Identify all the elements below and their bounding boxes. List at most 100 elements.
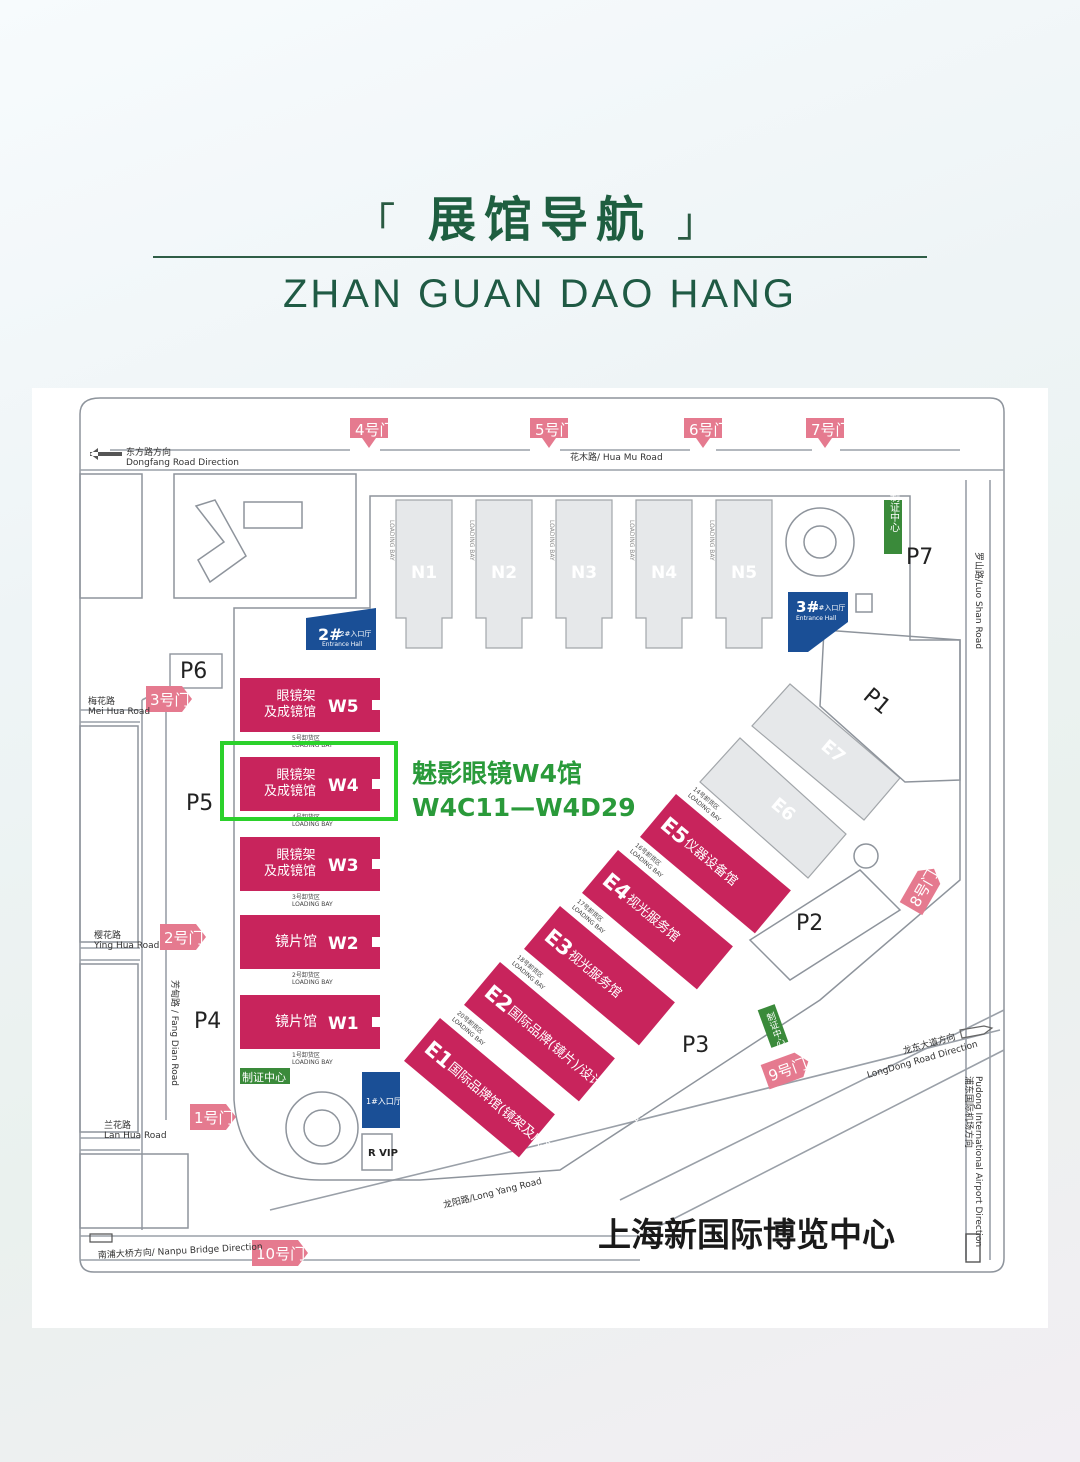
parking-p2: P2	[796, 911, 823, 936]
west-hall-code: W3	[328, 856, 359, 876]
nw-annex	[243, 501, 303, 529]
gate-label: 4号门	[355, 421, 395, 439]
p2-lot	[748, 869, 902, 981]
entrance-3[interactable]: 3# 3#入口厅 Entrance Hall	[788, 592, 848, 652]
map-boundary	[79, 397, 1005, 1273]
north-hall-label: N3	[571, 563, 597, 583]
north-hall-label: N4	[651, 563, 677, 583]
vip-label: R VIP	[368, 1148, 398, 1159]
gate-2[interactable]: 2号门	[160, 924, 206, 950]
svg-text:龙阳路/Long Yang Road: 龙阳路/Long Yang Road	[442, 1175, 543, 1211]
p6-lot	[169, 653, 223, 689]
loading-bay-label: LOADING BAY	[388, 520, 395, 561]
north-hall-label: N1	[411, 563, 437, 583]
west-block-d	[79, 1153, 189, 1229]
callout-hall: 魅影眼镜W4馆	[412, 759, 582, 788]
west-hall-bay-en: LOADING BAY	[292, 1059, 333, 1066]
parking-p5: P5	[186, 791, 213, 816]
west-hall-name-2: 及成镜馆	[264, 864, 316, 879]
ne-plaza	[785, 507, 855, 577]
north-hall-n3[interactable]: N3 LOADING BAY	[548, 499, 613, 649]
bottom-band	[0, 1328, 1080, 1462]
west-hall-name-2: 及成镜馆	[264, 705, 316, 720]
svg-text:花木路/ Hua Mu Road: 花木路/ Hua Mu Road	[570, 451, 663, 463]
sw-plaza-core	[303, 1109, 341, 1147]
cert-center-east[interactable]: 制证中心	[757, 1004, 789, 1048]
loading-bay-label: LOADING BAY	[548, 520, 555, 561]
svg-text:Pudong International Airport D: Pudong International Airport Direction	[973, 1076, 983, 1247]
title-bracket-close: 」	[676, 200, 725, 246]
west-hall-name: 镜片馆	[275, 934, 317, 950]
gate-5[interactable]: 5号门	[530, 418, 575, 448]
entrance-3-en: Entrance Hall	[796, 615, 837, 622]
entrance-2-label: 2#入口厅	[340, 630, 371, 638]
entrance-2-en: Entrance Hall	[322, 641, 363, 648]
west-hall-bay-en: LOADING BAY	[292, 979, 333, 986]
north-hall-label: N5	[731, 563, 757, 583]
north-hall-n1[interactable]: N1 LOADING BAY	[388, 499, 453, 649]
fang-dian-road	[141, 694, 167, 1230]
exhibition-complex	[233, 495, 961, 1181]
entrance-1[interactable]: 1#入口厅	[362, 1072, 402, 1128]
west-hall-bay: 5号卸货区	[292, 734, 320, 742]
gate-8[interactable]: 8号门	[899, 862, 946, 916]
svg-text:罗山路/Luo Shan Road: 罗山路/Luo Shan Road	[973, 552, 985, 649]
gate-label: 5号门	[535, 421, 575, 439]
cert-center-ne[interactable]: 制证中心	[884, 491, 902, 554]
gate-3[interactable]: 3号门	[146, 686, 192, 712]
gate-label: 3号门	[150, 691, 190, 709]
callout-booths: W4C11—W4D29	[412, 793, 636, 822]
west-hall-name: 眼镜架	[276, 848, 315, 863]
luo-shan-road	[965, 480, 991, 1260]
entrance-2[interactable]: 2# 2#入口厅 Entrance Hall	[306, 608, 376, 650]
title-text: 展馆导航	[427, 192, 652, 248]
cert-center-west[interactable]: 制证中心	[240, 1068, 290, 1084]
title-bracket-open: 「	[355, 200, 404, 246]
loading-bay-label: LOADING BAY	[468, 520, 475, 561]
west-hall-bay-en: LOADING BAY	[292, 901, 333, 908]
page-header: 「 展馆导航 」 ZHAN GUAN DAO HANG	[0, 0, 1080, 390]
gate-10[interactable]: 10号门	[252, 1240, 308, 1266]
gate-7[interactable]: 7号门	[806, 418, 851, 448]
side-streets	[80, 709, 140, 1151]
west-hall-code: W2	[328, 934, 359, 954]
cert-center-ne-label: 制证中心	[888, 491, 900, 532]
svg-text:Dongfang Road Direction: Dongfang Road Direction	[126, 458, 239, 468]
nw-block	[173, 473, 357, 599]
parking-p7: P7	[906, 545, 933, 570]
svg-text:兰花路: 兰花路	[104, 1119, 131, 1131]
long-dong-road	[619, 1009, 1005, 1237]
ne-plaza-core	[803, 525, 837, 559]
west-hall-code: W1	[328, 1014, 359, 1034]
ne-kiosk	[855, 593, 873, 613]
west-block-a	[79, 473, 143, 599]
svg-text:东方路方向: 东方路方向	[126, 446, 171, 458]
gate-label: 10号门	[256, 1245, 305, 1263]
west-hall-name: 眼镜架	[276, 689, 315, 704]
parking-p1: P1	[858, 683, 895, 720]
svg-text:梅花路: 梅花路	[88, 695, 115, 707]
page-title: 「 展馆导航 」	[0, 180, 1080, 250]
svg-text:芳甸路 / Fang Dian Road: 芳甸路 / Fang Dian Road	[169, 980, 181, 1086]
west-hall-bay: 2号卸货区	[292, 971, 320, 979]
gate-6[interactable]: 6号门	[684, 418, 729, 448]
gate-1[interactable]: 1号门	[190, 1104, 236, 1130]
svg-text:2#: 2#	[318, 625, 343, 644]
sw-plaza	[285, 1091, 359, 1165]
gate-4[interactable]: 4号门	[350, 418, 395, 448]
w4-highlight-box	[220, 741, 398, 821]
